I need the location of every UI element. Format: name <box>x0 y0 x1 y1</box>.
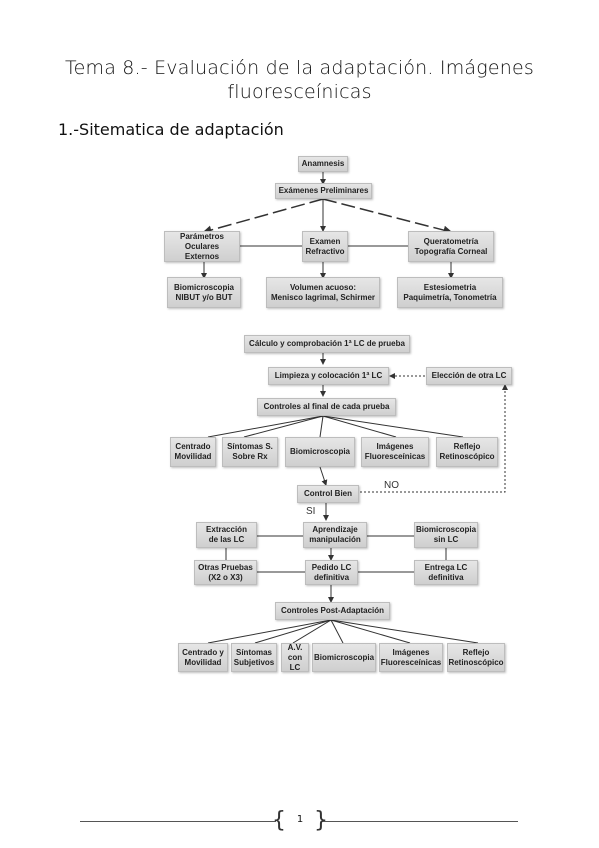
box-examenes-preliminares: Exámenes Preliminares <box>275 183 372 199</box>
box-pedido-lc: Pedido LC definitiva <box>305 560 358 585</box>
box-estesiometria: Estesiometria Paquimetría, Tonometría <box>397 277 503 308</box>
footer-bracket-left: { <box>272 808 286 833</box>
box-volumen-acuoso: Volumen acuoso: Menisco lagrimal, Schirm… <box>266 277 380 308</box>
box-anamnesis: Anamnesis <box>298 156 348 172</box>
box-centrado-post: Centrado y Movilidad <box>178 643 228 672</box>
box-biomicroscopia-1: Biomicroscopia <box>285 437 355 467</box>
box-sintomas-post: Síntomas Subjetivos <box>231 643 277 672</box>
box-av-lc: A.V. con LC <box>281 643 309 672</box>
footer-line-right <box>322 821 518 822</box>
footer-line-left <box>80 821 276 822</box>
section-heading: 1.-Sitematica de adaptación <box>58 120 284 139</box>
title-line-2: fluoresceínicas <box>227 81 372 103</box>
label-no: NO <box>384 480 399 491</box>
box-sintomas-rx: Síntomas S. Sobre Rx <box>222 437 278 467</box>
box-imagenes-post: Imágenes Fluoresceínicas <box>379 643 443 672</box>
footer-bracket-right: } <box>314 808 328 833</box>
box-queratometria: Queratometría Topografía Corneal <box>408 231 494 262</box>
box-biomicroscopia-sin-lc: Biomicroscopia sin LC <box>414 522 478 548</box>
box-controles-final: Controles al final de cada prueba <box>257 398 396 416</box>
box-calculo: Cálculo y comprobación 1ª LC de prueba <box>244 335 410 353</box>
box-eleccion-otra-lc: Elección de otra LC <box>426 367 512 385</box>
label-si: SI <box>306 506 316 517</box>
box-biomicroscopia-nibut: Biomicroscopia NIBUT y/o BUT <box>167 277 241 308</box>
box-aprendizaje: Aprendizaje manipulación <box>303 522 367 548</box>
box-entrega-lc: Entrega LC definitiva <box>414 560 478 585</box>
box-centrado-movilidad: Centrado Movilidad <box>170 437 216 467</box>
box-limpieza: Limpieza y colocación 1ª LC <box>268 367 389 385</box>
box-biomicroscopia-post: Biomicroscopia <box>312 643 376 672</box>
box-examen-refractivo: Examen Refractivo <box>302 231 348 262</box>
box-controles-post: Controles Post-Adaptación <box>275 602 390 620</box>
box-parametros-oculares: Parámetros Oculares Externos <box>164 231 240 262</box>
box-reflejo-post: Reflejo Retinoscópico <box>447 643 505 672</box>
page-title: Tema 8.- Evaluación de la adaptación. Im… <box>40 56 559 104</box>
box-control-bien: Control Bien <box>297 485 359 503</box>
box-otras-pruebas: Otras Pruebas (X2 o X3) <box>194 560 257 585</box>
title-line-1: Tema 8.- Evaluación de la adaptación. Im… <box>65 57 534 79</box>
box-imagenes-1: Imágenes Fluoresceínicas <box>361 437 429 467</box>
box-reflejo-1: Reflejo Retinoscópico <box>436 437 498 467</box>
page-number: 1 <box>296 814 304 825</box>
box-extraccion: Extracción de las LC <box>196 522 257 548</box>
